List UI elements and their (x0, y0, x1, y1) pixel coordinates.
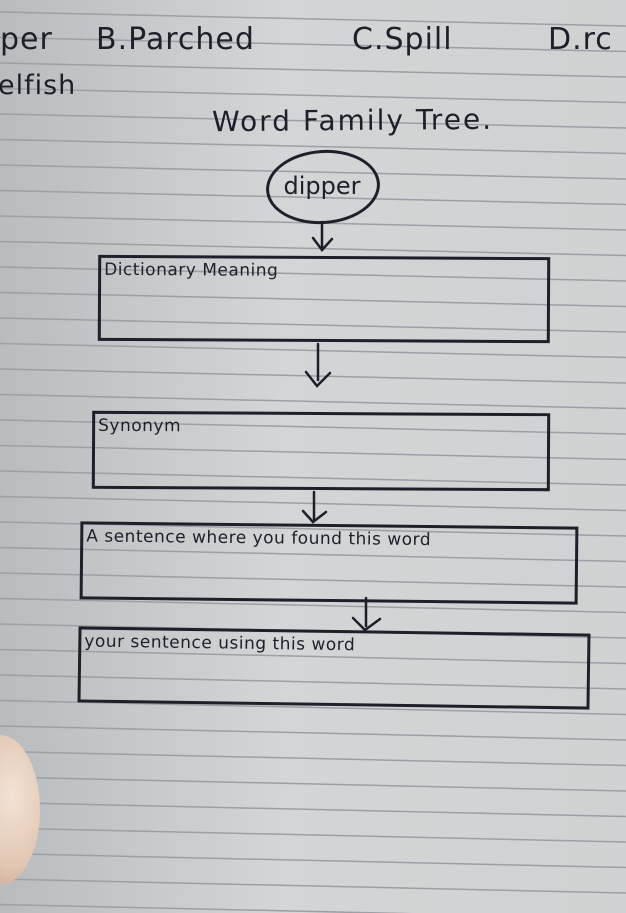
ruled-line (0, 419, 626, 435)
ruled-line (0, 266, 626, 282)
ruled-line (0, 725, 626, 741)
ruled-line (0, 138, 626, 155)
ruled-line (0, 776, 626, 792)
ruled-line (0, 852, 626, 869)
ruled-line (0, 674, 626, 690)
arrow-meaning-to-synonym (304, 342, 332, 388)
root-word-node: dipper (263, 146, 383, 228)
option-fragment: per (0, 22, 53, 57)
ruled-line (0, 903, 433, 913)
ruled-line (0, 62, 626, 78)
ruled-line (0, 699, 626, 716)
ruled-line (0, 36, 626, 53)
synonym-box: Synonym (91, 410, 551, 492)
ruled-line (0, 878, 626, 894)
ruled-line (0, 470, 626, 486)
arrow-synonym-to-sentence (301, 490, 328, 524)
box-label: A sentence where you found this word (86, 526, 432, 551)
ruled-line (0, 750, 626, 767)
box-label: your sentence using this word (84, 631, 356, 656)
arrow-sentence-to-own (351, 596, 382, 632)
ruled-line (0, 189, 626, 206)
own-sentence-box: your sentence using this word (77, 626, 591, 710)
ruled-line (0, 597, 626, 614)
ruled-line (0, 215, 626, 231)
ruled-line (0, 113, 626, 129)
option-d: D.rc (548, 22, 613, 57)
found-sentence-box: A sentence where you found this word (79, 521, 579, 605)
ruled-line (0, 572, 626, 588)
box-label: Dictionary Meaning (104, 259, 279, 281)
ruled-line (0, 393, 626, 410)
ruled-line (0, 827, 626, 843)
dictionary-meaning-box: Dictionary Meaning (97, 254, 551, 344)
ruled-line (0, 11, 626, 27)
ruled-line (0, 291, 626, 308)
option-b: B.Parched (96, 22, 255, 57)
ruled-line (0, 801, 626, 818)
box-label: Synonym (98, 415, 182, 437)
arrow-word-to-meaning (311, 220, 334, 252)
ruled-line (0, 546, 626, 563)
ruled-line (0, 317, 626, 333)
ruled-line (0, 623, 626, 639)
ruled-line (0, 444, 626, 461)
ruled-line (0, 164, 626, 180)
root-word: dipper (283, 172, 361, 200)
ruled-line (0, 240, 626, 257)
continued-option: elfish (0, 70, 77, 101)
ruled-line (0, 368, 626, 384)
ruled-line (0, 648, 626, 665)
ruled-line (0, 521, 626, 537)
option-c: C.Spill (352, 22, 453, 57)
ruled-line (0, 342, 626, 359)
ruled-line (0, 87, 626, 104)
